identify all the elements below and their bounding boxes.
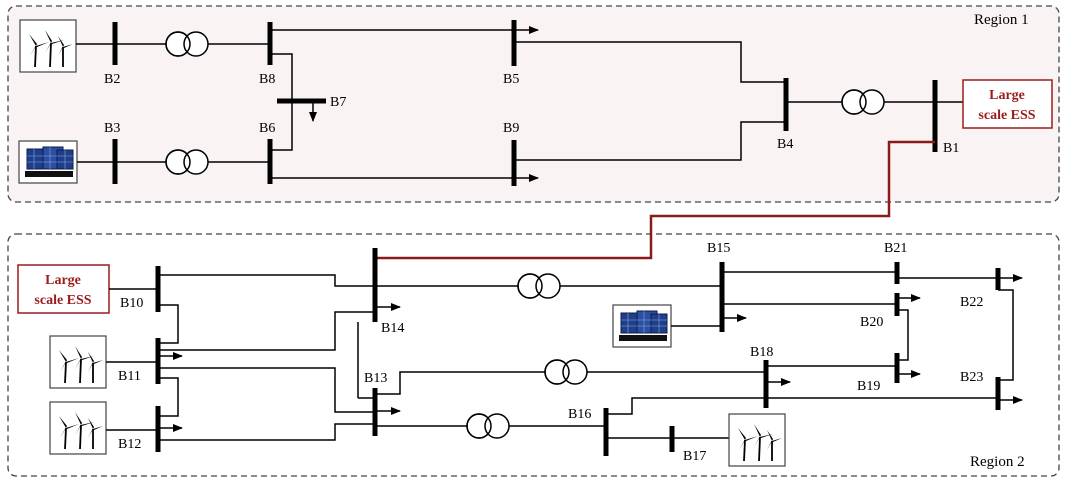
bus-label: B3 [104,121,120,136]
bus-label: B1 [943,141,959,156]
large-scale-ess-box [17,264,110,314]
bus-label: B17 [683,449,706,464]
bus-label: B16 [568,407,591,422]
bus-label: B4 [777,137,793,152]
region1-box [7,5,1060,203]
region2-label: Region 2 [970,454,1025,470]
tie-line [375,140,935,260]
bus-label: B6 [259,121,275,136]
transformer-icon [544,359,588,385]
wind-turbine-icon [49,335,107,389]
bus-label: B22 [960,295,983,310]
transformer-icon [165,31,209,57]
bus-label: B13 [364,371,387,386]
ess-label-line2: scale ESS [34,293,91,308]
bus-label: B2 [104,72,120,87]
bus-label: B14 [381,321,404,336]
bus-label: B8 [259,72,275,87]
bus-label: B23 [960,370,983,385]
transformer-icon [517,273,561,299]
wind-turbine-icon [49,401,107,455]
ess-label-line1: Large [45,273,81,288]
bus-label: B18 [750,345,773,360]
transformer-icon [466,413,510,439]
solar-panel-icon [612,304,672,348]
bus-label: B11 [118,369,141,384]
bus-label: B15 [707,241,730,256]
bus-label: B12 [118,437,141,452]
transformer-icon [165,149,209,175]
large-scale-ess-box [962,79,1053,129]
bus-label: B19 [857,379,880,394]
bus-label: B9 [503,121,519,136]
wind-turbine-icon [19,19,77,73]
solar-panel-icon [18,140,78,184]
wind-turbine-icon [728,413,786,467]
bus-label: B21 [884,241,907,256]
transformer-icon [841,89,885,115]
bus-label: B10 [120,296,143,311]
ess-label-line1: Large [989,88,1025,103]
region1-label: Region 1 [974,12,1029,28]
region2-box [7,233,1060,477]
bus-label: B5 [503,72,519,87]
ess-label-line2: scale ESS [978,108,1035,123]
bus-label: B20 [860,315,883,330]
bus-label: B7 [330,95,346,110]
